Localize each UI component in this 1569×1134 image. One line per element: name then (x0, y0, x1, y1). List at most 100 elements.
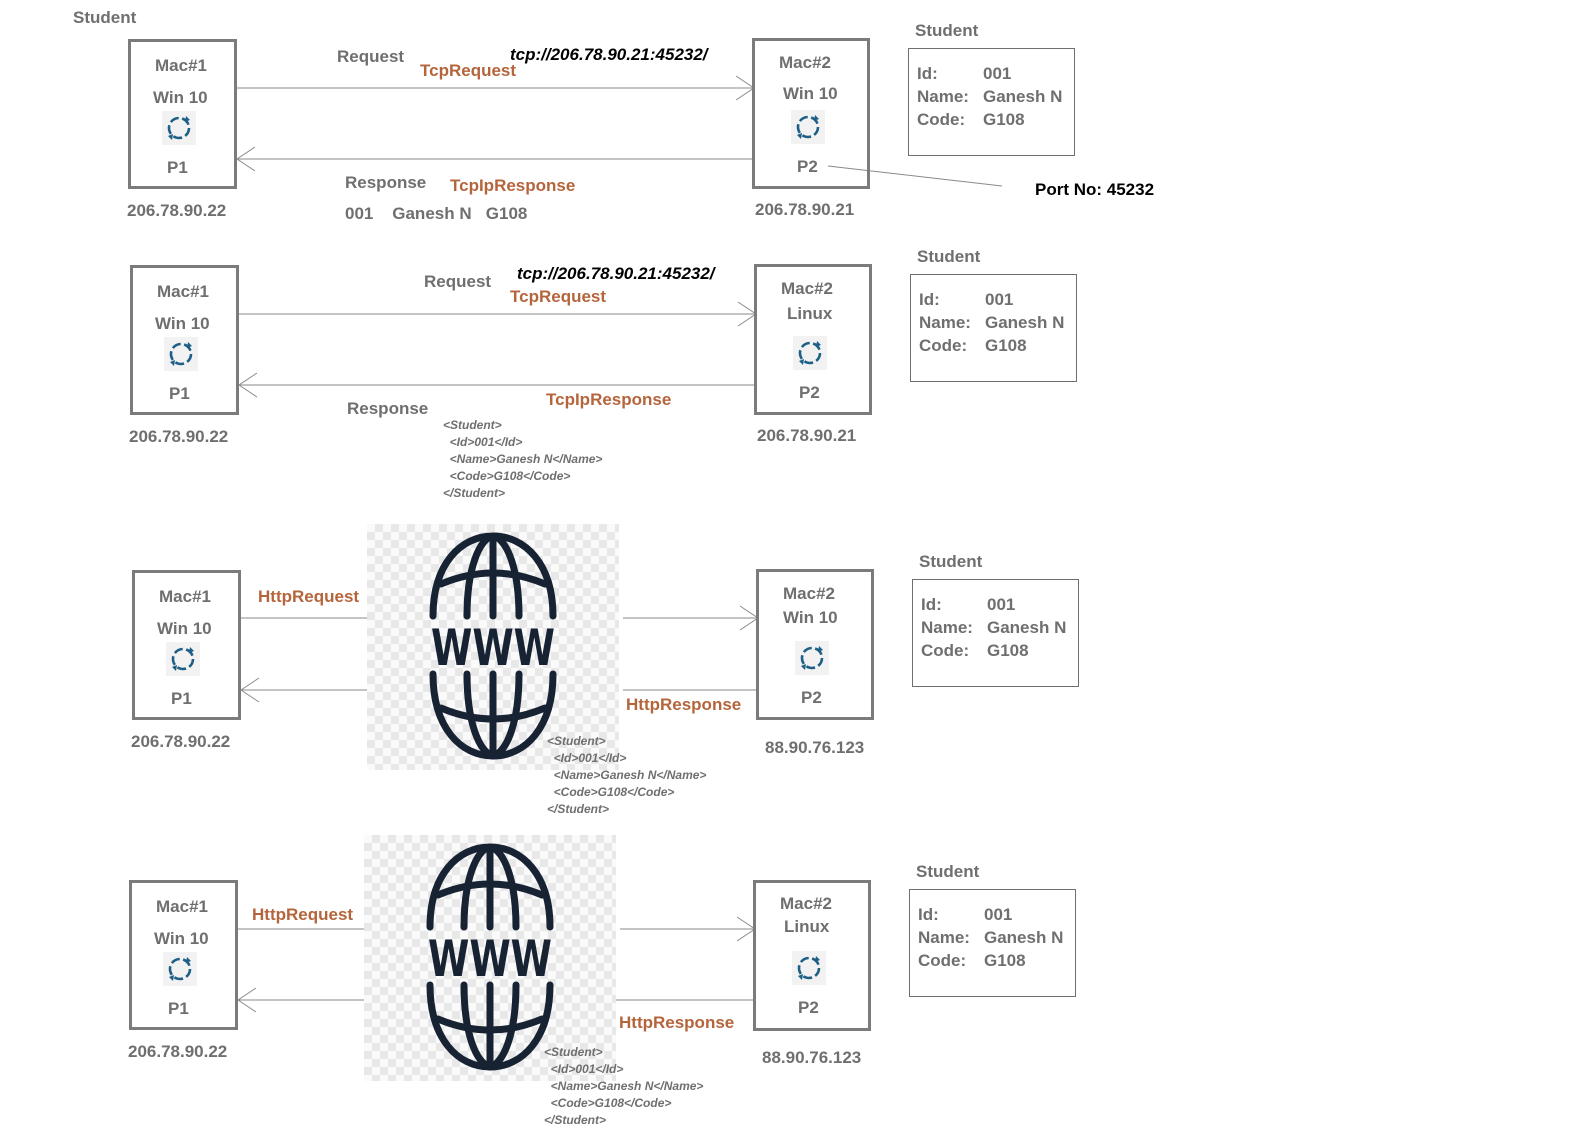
server-name: Mac#2 (783, 584, 835, 603)
record-code-value: G108 (983, 110, 1025, 129)
client-name: Mac#1 (155, 56, 207, 75)
record-code-value: G108 (987, 641, 1029, 660)
cycle-arrows-icon (171, 647, 195, 671)
server-name: Mac#2 (780, 894, 832, 913)
record-title: Student (919, 552, 983, 571)
record-name-label: Name: (919, 313, 971, 332)
endpoint-url: tcp://206.78.90.21:45232/ (517, 264, 715, 283)
server-ip: 88.90.76.123 (762, 1048, 862, 1067)
cycle-arrows-icon (797, 956, 821, 980)
www-label: WWW (431, 619, 555, 677)
client-os: Win 10 (155, 314, 210, 333)
record-code-row: Code: G108 (918, 952, 1026, 969)
client-process: P1 (171, 689, 192, 708)
server-machine-box (752, 38, 870, 189)
record-id-row: Id: 001 (917, 65, 1011, 82)
record-id-row: Id:001 (918, 906, 1012, 923)
record-name-value: Ganesh N (985, 313, 1065, 332)
client-name: Mac#1 (156, 897, 208, 916)
server-machine-box (754, 264, 872, 415)
record-code-label: Code: (917, 110, 966, 129)
globe-drawing: WWW (426, 843, 554, 1071)
record-id-value: 001 (984, 905, 1013, 924)
record-code-value: G108 (984, 951, 1026, 970)
request-label: Request (424, 272, 492, 291)
record-id-value: 001 (983, 64, 1012, 83)
record-id-value: 001 (985, 290, 1014, 309)
record-code-row: Code: G108 (919, 337, 1027, 354)
record-id-label: Id: (921, 595, 942, 614)
request-label: Request (337, 47, 405, 66)
server-process: P2 (801, 688, 822, 707)
arrowhead-left (238, 372, 258, 398)
process-cycle-icon (164, 337, 198, 371)
response-payload: 001 Ganesh N G108 (345, 204, 528, 223)
server-process: P2 (798, 998, 819, 1017)
response-xml-payload: <Student> <Id>001</Id> <Name>Ganesh N</N… (547, 734, 707, 816)
cycle-arrows-icon (796, 115, 820, 139)
arrowhead-left (236, 146, 256, 172)
cycle-arrows-icon (169, 342, 193, 366)
cycle-arrows-icon (798, 341, 822, 365)
client-ip: 206.78.90.22 (128, 1042, 228, 1061)
globe-drawing: WWW (429, 532, 557, 760)
record-title: Student (916, 862, 980, 881)
server-machine-box (756, 569, 874, 720)
www-globe-icon: WWW (364, 835, 616, 1081)
record-id-label: Id: (919, 290, 940, 309)
response-xml-payload: <Student> <Id>001</Id> <Name>Ganesh N</N… (544, 1045, 704, 1127)
record-code-label: Code: (919, 336, 968, 355)
record-id-value: 001 (987, 595, 1016, 614)
client-os: Win 10 (153, 88, 208, 107)
record-name-row: Name:Ganesh N (921, 619, 1066, 636)
record-code-row: Code: G108 (917, 111, 1025, 128)
www-label: WWW (428, 930, 552, 988)
arrowhead-left (237, 987, 257, 1013)
record-code-label: Code: (918, 951, 967, 970)
response-type-label: HttpResponse (626, 695, 742, 714)
cycle-arrows-icon (167, 116, 191, 140)
server-os: Linux (787, 304, 833, 323)
request-type-label: HttpRequest (252, 905, 354, 924)
record-id-row: Id: 001 (919, 291, 1013, 308)
client-ip: 206.78.90.22 (131, 732, 231, 751)
record-name-value: Ganesh N (984, 928, 1064, 947)
request-type-label: HttpRequest (258, 587, 360, 606)
process-cycle-icon (166, 642, 200, 676)
server-machine-box (753, 880, 871, 1031)
client-process: P1 (168, 999, 189, 1018)
arrowhead-left (240, 677, 260, 703)
client-name: Mac#1 (159, 587, 211, 606)
student-record-box: Id: 001 Name:Ganesh N Code:G108 (912, 579, 1079, 687)
request-type-label: TcpRequest (420, 61, 517, 80)
record-code-row: Code:G108 (921, 642, 1029, 659)
response-type-label: HttpResponse (619, 1013, 735, 1032)
record-id-row: Id: 001 (921, 596, 1015, 613)
record-name-label: Name: (917, 87, 969, 106)
client-name: Mac#1 (157, 282, 209, 301)
record-name-value: Ganesh N (983, 87, 1063, 106)
client-machine-box (130, 265, 239, 415)
record-title: Student (917, 247, 981, 266)
server-name: Mac#2 (779, 53, 831, 72)
record-code-value: G108 (985, 336, 1027, 355)
student-record-box: Id:001 Name:Ganesh N Code: G108 (909, 889, 1076, 997)
server-name: Mac#2 (781, 279, 833, 298)
client-process: P1 (167, 158, 188, 177)
record-id-label: Id: (917, 64, 938, 83)
process-cycle-icon (163, 952, 197, 986)
client-machine-box (128, 39, 237, 189)
client-os: Win 10 (154, 929, 209, 948)
record-title: Student (915, 21, 979, 40)
cycle-arrows-icon (800, 646, 824, 670)
port-number-label: Port No: 45232 (1035, 180, 1155, 199)
student-record-box: Id: 001 Name: Ganesh N Code: G108 (910, 274, 1077, 382)
student-record-box: Id: 001 Name: Ganesh N Code: G108 (908, 48, 1075, 156)
server-process: P2 (797, 157, 818, 176)
response-xml-payload: <Student> <Id>001</Id> <Name>Ganesh N</N… (443, 418, 603, 500)
client-ip: 206.78.90.22 (127, 201, 227, 220)
record-name-row: Name:Ganesh N (918, 929, 1063, 946)
response-type-label: TcpIpResponse (546, 390, 672, 409)
response-type-label: TcpIpResponse (450, 176, 576, 195)
